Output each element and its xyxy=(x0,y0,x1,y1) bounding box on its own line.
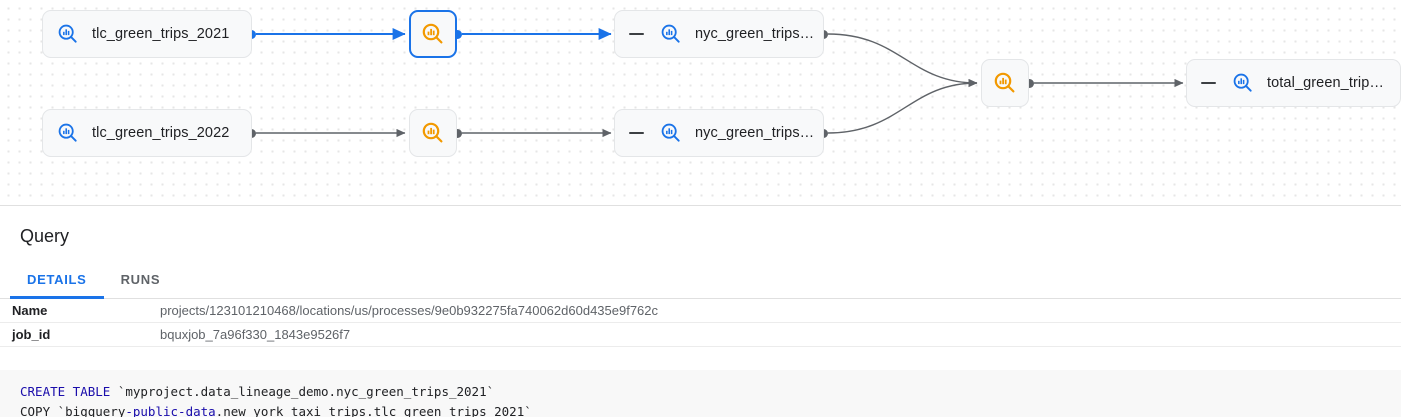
edge-nyc2-proc3[interactable] xyxy=(827,78,978,134)
collapse-icon[interactable] xyxy=(629,32,644,36)
sql-line1-rest: `myproject.data_lineage_demo.nyc_green_t… xyxy=(110,384,495,399)
graph-node-process-3[interactable] xyxy=(981,59,1029,107)
collapse-icon[interactable] xyxy=(1201,81,1216,85)
graph-node-total-green-trips[interactable]: total_green_trip… xyxy=(1186,59,1401,107)
row-key-name: Name xyxy=(12,303,48,318)
details-table: Name projects/123101210468/locations/us/… xyxy=(0,299,1401,347)
edge-nyc1-proc3[interactable] xyxy=(827,33,978,88)
graph-node-label: nyc_green_trips… xyxy=(695,26,815,42)
table-search-icon xyxy=(660,122,682,144)
row-key-job-id: job_id xyxy=(12,327,51,342)
table-search-icon xyxy=(660,23,682,45)
port-proc3-out[interactable] xyxy=(1025,79,1034,88)
graph-node-label: nyc_green_trips… xyxy=(695,125,815,141)
graph-node-label: total_green_trip… xyxy=(1267,75,1384,91)
process-search-icon xyxy=(421,121,445,145)
tab-details[interactable]: DETAILS xyxy=(10,261,104,299)
sql-line2-rest: .new_york_taxi_trips.tlc_green_trips_202… xyxy=(215,404,532,417)
table-search-icon xyxy=(57,122,79,144)
graph-node-nyc-green-trips-1[interactable]: nyc_green_trips… xyxy=(614,10,824,58)
graph-node-label: tlc_green_trips_2022 xyxy=(92,125,230,141)
sql-keyword-public-data: -public-data xyxy=(125,404,216,417)
sql-query-block[interactable]: CREATE TABLE `myproject.data_lineage_dem… xyxy=(0,370,1401,417)
row-value-name: projects/123101210468/locations/us/proce… xyxy=(160,303,659,318)
table-search-icon xyxy=(57,23,79,45)
tab-runs[interactable]: RUNS xyxy=(120,272,161,287)
process-search-icon xyxy=(421,22,445,46)
graph-node-tlc-green-trips-2022[interactable]: tlc_green_trips_2022 xyxy=(42,109,252,157)
table-row: Name projects/123101210468/locations/us/… xyxy=(0,299,1401,323)
tab-bar: DETAILS RUNS xyxy=(0,261,1401,299)
graph-node-tlc-green-trips-2021[interactable]: tlc_green_trips_2021 xyxy=(42,10,252,58)
page-title: Query xyxy=(20,226,70,246)
port-proc1-out[interactable] xyxy=(453,30,462,39)
graph-node-process-selected[interactable] xyxy=(409,10,457,58)
port-proc2-out[interactable] xyxy=(453,129,462,138)
row-value-job-id: bquxjob_7a96f330_1843e9526f7 xyxy=(160,327,351,342)
panel-divider xyxy=(0,205,1401,206)
sql-line2-pre: COPY `bigquery xyxy=(20,404,126,417)
details-panel: Query DETAILS RUNS Name projects/1231012… xyxy=(0,206,1401,417)
graph-node-nyc-green-trips-2[interactable]: nyc_green_trips… xyxy=(614,109,824,157)
process-search-icon xyxy=(993,71,1017,95)
sql-keyword-create-table: CREATE TABLE xyxy=(20,384,111,399)
graph-node-label: tlc_green_trips_2021 xyxy=(92,26,230,42)
edge-layer xyxy=(256,28,1184,138)
lineage-graph-canvas[interactable]: tlc_green_trips_2021 tlc_green_trips_202… xyxy=(0,0,1401,206)
table-row: job_id bquxjob_7a96f330_1843e9526f7 xyxy=(0,323,1401,347)
table-search-icon xyxy=(1232,72,1254,94)
graph-node-process-2[interactable] xyxy=(409,109,457,157)
collapse-icon[interactable] xyxy=(629,131,644,135)
